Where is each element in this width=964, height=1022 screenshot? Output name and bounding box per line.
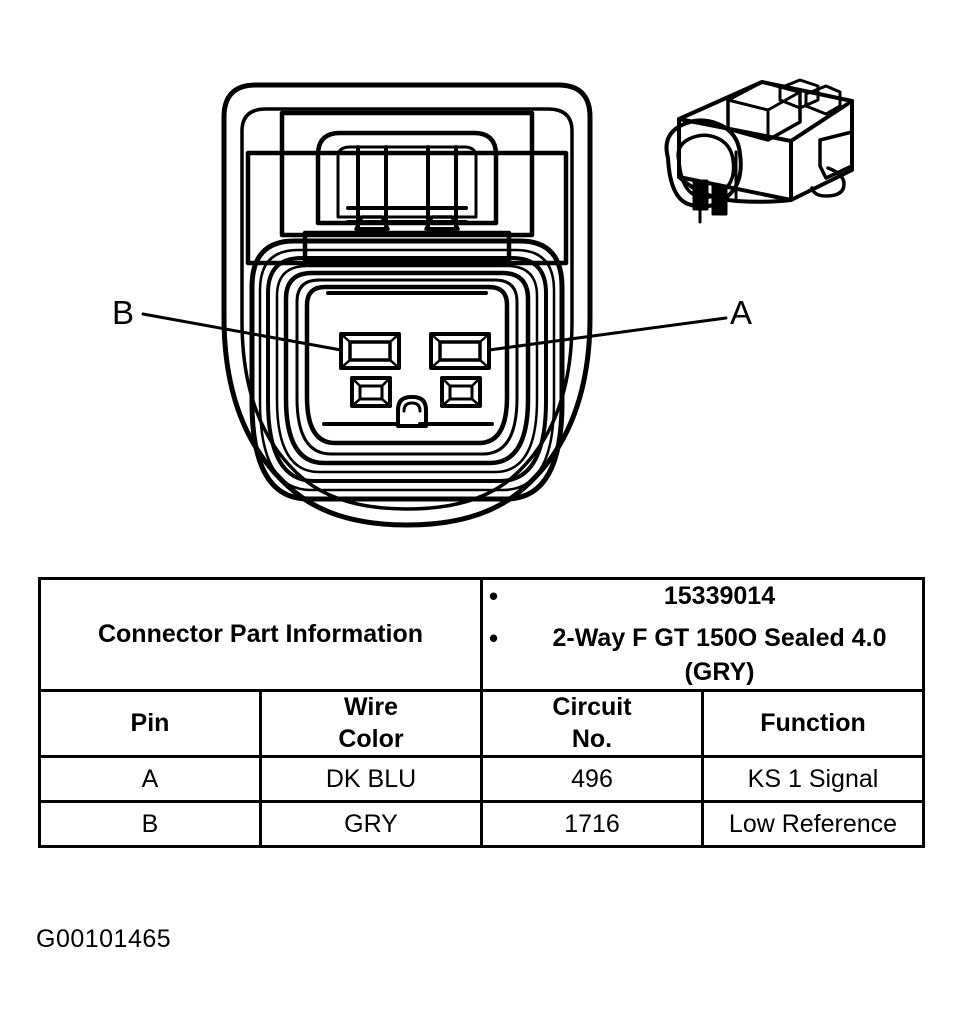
table-row: A DK BLU 496 KS 1 Signal [38, 754, 925, 803]
cell-circuit-no: 1716 [480, 799, 704, 848]
connector-part-information-label: Connector Part Information [38, 576, 483, 693]
cavity-a-lower-inner [448, 384, 474, 401]
cell-pin: B [38, 799, 262, 848]
seal-ring-2 [258, 248, 556, 492]
cell-wire-color: GRY [259, 799, 483, 848]
iso-latch-tooth-2 [804, 84, 842, 116]
connector-info-table: Connector Part Information 15339014 2-Wa… [38, 576, 925, 848]
connector-part-information-values: 15339014 2-Way F GT 150O Sealed 4.0 (GRY… [480, 576, 925, 693]
column-header-circuit-no: Circuit No. [480, 689, 704, 758]
leader-line-b [141, 312, 343, 352]
terminal-cavity-b [339, 332, 401, 408]
cavity-b-lower-inner [358, 384, 384, 401]
terminal-cavity-a [429, 332, 491, 408]
connector-drawing-svg [141, 78, 854, 528]
latch-arch [315, 130, 499, 226]
part-info-bullet-description: 2-Way F GT 150O Sealed 4.0 (GRY) [489, 621, 922, 690]
wire-color-header-line1: Wire [344, 693, 398, 722]
cell-circuit-no: 496 [480, 754, 704, 803]
latch-arch-inner [336, 145, 478, 219]
iso-latch-hook [810, 166, 846, 198]
circuit-no-header-line2: No. [571, 724, 613, 753]
table-row: B GRY 1716 Low Reference [38, 799, 925, 848]
cell-function: KS 1 Signal [701, 754, 925, 803]
seal-ring-6 [295, 278, 519, 456]
connector-inner-shell [240, 107, 574, 511]
cavity-b-inner [348, 340, 392, 362]
cell-pin: A [38, 754, 262, 803]
cpi-label-line1: Connector Part [97, 620, 279, 649]
latch-shoulder-band [245, 150, 569, 266]
seal-ring-3 [266, 256, 548, 483]
table-header-row: Pin Wire Color Circuit No. Function [38, 689, 925, 758]
iso-latch-tooth-1 [778, 78, 820, 110]
column-header-function: Function [701, 689, 925, 758]
cavity-a-inner [438, 340, 482, 362]
front-face-view [221, 82, 593, 528]
seal-ring-4 [275, 264, 539, 474]
seal-ring-5 [283, 270, 531, 466]
latch-foot-right [424, 215, 460, 231]
latch-foot-left [354, 215, 390, 231]
cavity-b-lower-bevels [350, 376, 392, 408]
part-info-bullet-part-number: 15339014 [489, 579, 922, 614]
circuit-no-header-line1: Circuit [552, 693, 632, 722]
latch-base-plate [302, 230, 512, 264]
latch-outer-frame [279, 110, 535, 238]
figure-caption: G00101465 [36, 925, 172, 953]
iso-front-face-outer [664, 118, 743, 209]
cavity-face-boundary [304, 284, 510, 446]
cpi-label-line2: Information [285, 620, 424, 649]
column-header-pin: Pin [38, 689, 262, 758]
cell-function: Low Reference [701, 799, 925, 848]
center-keying-tab [396, 395, 428, 428]
leader-line-a [487, 316, 728, 352]
wire-color-header-line2: Color [338, 724, 404, 753]
cavity-a-lower-bevels [440, 376, 482, 408]
center-keying-tab-arc [402, 401, 422, 413]
callout-label-b: B [112, 294, 135, 331]
iso-body-bottom [677, 175, 793, 204]
cell-wire-color: DK BLU [259, 754, 483, 803]
isometric-view [664, 78, 854, 224]
connector-illustration: B A [112, 78, 854, 528]
seal-ring-1 [249, 238, 565, 502]
cavity-b-bevels [339, 332, 401, 370]
table-row-part-info: Connector Part Information 15339014 2-Wa… [38, 576, 925, 693]
column-header-wire-color: Wire Color [259, 689, 483, 758]
cavity-a-bevels [429, 332, 491, 370]
iso-body-ribs [698, 150, 738, 224]
callout-label-a: A [730, 294, 753, 331]
part-info-bullet-list: 15339014 2-Way F GT 150O Sealed 4.0 (GRY… [483, 579, 922, 690]
